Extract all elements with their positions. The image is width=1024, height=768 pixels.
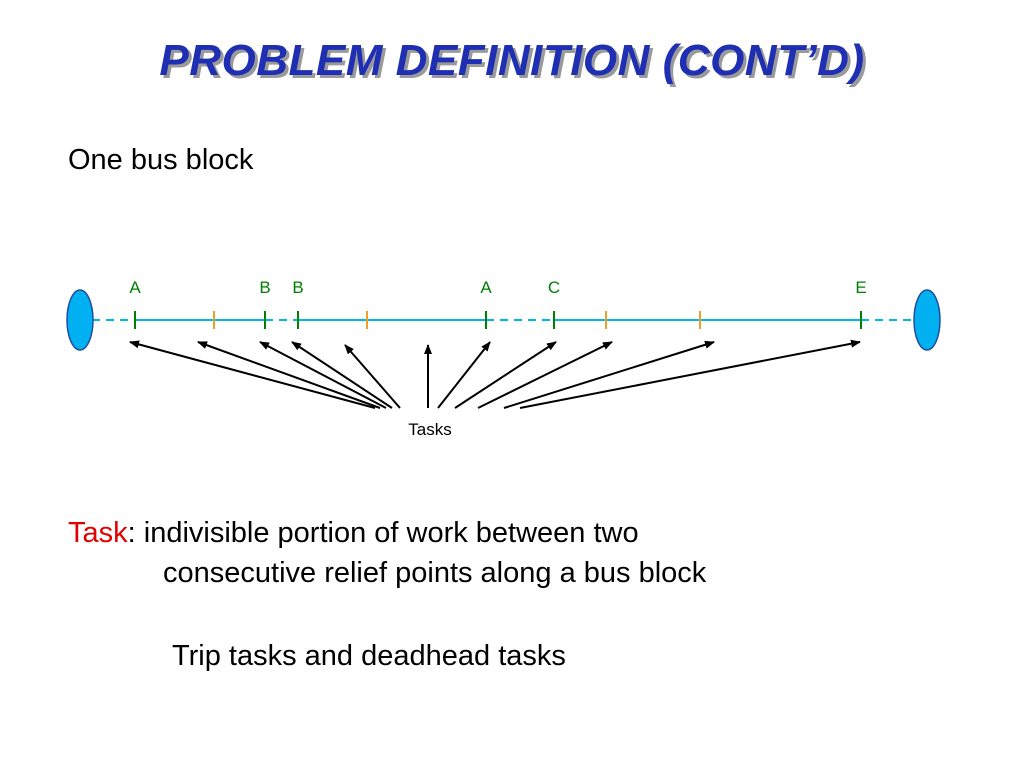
task-term: Task — [68, 517, 128, 549]
task-arrow — [197, 341, 381, 409]
task-arrow — [344, 344, 401, 409]
task-arrow — [454, 341, 557, 409]
slide-subtitle: One bus block — [68, 144, 254, 176]
task-arrow — [477, 341, 613, 409]
task-arrow — [503, 340, 715, 409]
task-arrow — [437, 341, 491, 409]
depot-end-node — [913, 289, 941, 351]
task-definition-line1: Task: indivisible portion of work betwee… — [68, 517, 639, 550]
tasks-label: Tasks — [408, 420, 451, 439]
relief-point-label: B — [292, 278, 303, 297]
task-arrow — [291, 341, 393, 409]
relief-point-label: E — [855, 278, 866, 297]
relief-point-label: A — [129, 278, 141, 297]
relief-point-label: C — [548, 278, 560, 297]
relief-point-label: B — [259, 278, 270, 297]
task-arrow — [129, 340, 376, 409]
task-arrow — [259, 341, 387, 409]
slide-title: PROBLEM DEFINITION (CONT’D) — [159, 36, 865, 85]
task-definition-text: : indivisible portion of work between tw… — [127, 517, 639, 549]
task-definition-line2: consecutive relief points along a bus bl… — [163, 557, 707, 589]
depot-start-node — [66, 289, 94, 351]
relief-point-label: A — [480, 278, 492, 297]
task-arrow — [519, 339, 861, 409]
task-types-line: Trip tasks and deadhead tasks — [172, 640, 566, 672]
